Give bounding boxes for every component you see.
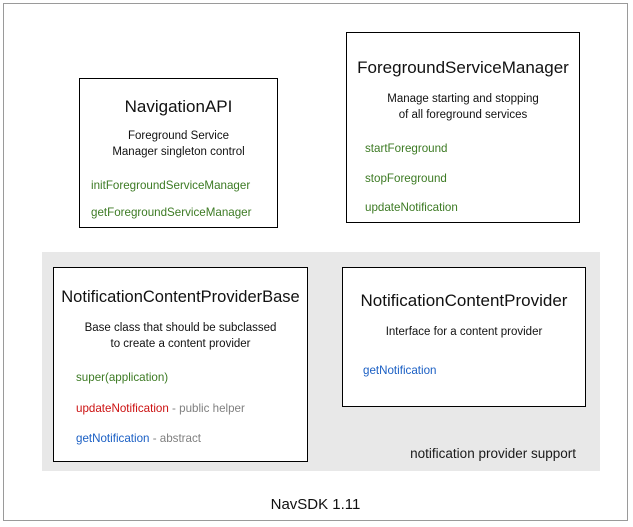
class-box-navigation-api[interactable]: NavigationAPI Foreground Service Manager… xyxy=(79,78,278,228)
method-note: - public helper xyxy=(168,401,245,415)
method-list-notification-content-provider: getNotification xyxy=(343,363,585,379)
class-title-notification-content-provider-base: NotificationContentProviderBase xyxy=(61,288,300,306)
method-row[interactable]: updateNotification xyxy=(365,200,579,216)
method-name: getNotification xyxy=(363,363,437,377)
method-row[interactable]: initForegroundServiceManager xyxy=(91,178,277,194)
method-list-navigation-api: initForegroundServiceManager getForegrou… xyxy=(80,178,277,220)
class-box-notification-content-provider[interactable]: NotificationContentProvider Interface fo… xyxy=(342,267,586,407)
footer-version-label: NavSDK 1.11 xyxy=(270,496,361,513)
class-description-line1: Interface for a content provider xyxy=(385,326,543,338)
class-title-navigation-api: NavigationAPI xyxy=(124,97,233,116)
method-note: - abstract xyxy=(149,432,202,446)
region-label: notification provider support xyxy=(410,446,576,461)
class-title-foreground-service-manager: ForegroundServiceManager xyxy=(357,58,569,77)
method-row[interactable]: getNotification - abstract xyxy=(76,431,307,447)
method-list-foreground-service-manager: startForeground stopForeground updateNot… xyxy=(347,141,579,216)
method-row[interactable]: updateNotification - public helper xyxy=(76,401,307,417)
method-name: stopForeground xyxy=(365,171,447,185)
method-name: updateNotification xyxy=(76,401,169,415)
class-description-notification-content-provider-base: Base class that should be subclassed to … xyxy=(54,321,307,352)
outer-frame: notification provider support Navigation… xyxy=(3,3,628,521)
method-name: updateNotification xyxy=(365,201,458,215)
class-description-line1: Foreground Service xyxy=(128,130,229,142)
method-name: super(application) xyxy=(76,371,169,385)
class-description-notification-content-provider: Interface for a content provider xyxy=(343,325,585,341)
method-name: initForegroundServiceManager xyxy=(91,179,251,193)
method-row[interactable]: super(application) xyxy=(76,370,307,386)
method-name: startForeground xyxy=(365,142,448,156)
method-list-notification-content-provider-base: super(application) updateNotification - … xyxy=(54,370,307,447)
class-title-notification-content-provider: NotificationContentProvider xyxy=(360,291,568,310)
method-row[interactable]: getForegroundServiceManager xyxy=(91,205,277,221)
class-description-foreground-service-manager: Manage starting and stopping of all fore… xyxy=(347,92,579,123)
method-row[interactable]: stopForeground xyxy=(365,171,579,187)
class-description-line1: Manage starting and stopping xyxy=(387,93,539,105)
method-row[interactable]: startForeground xyxy=(365,141,579,157)
class-description-line2: Manager singleton control xyxy=(112,145,245,158)
method-row[interactable]: getNotification xyxy=(363,363,585,379)
class-description-navigation-api: Foreground Service Manager singleton con… xyxy=(80,129,277,160)
class-description-line2: of all foreground services xyxy=(398,108,528,121)
method-name: getForegroundServiceManager xyxy=(91,205,252,219)
method-name: getNotification xyxy=(76,432,150,446)
class-box-notification-content-provider-base[interactable]: NotificationContentProviderBase Base cla… xyxy=(53,267,308,462)
class-description-line1: Base class that should be subclassed xyxy=(84,322,277,334)
class-box-foreground-service-manager[interactable]: ForegroundServiceManager Manage starting… xyxy=(346,32,580,223)
class-description-line2: to create a content provider xyxy=(110,337,251,350)
